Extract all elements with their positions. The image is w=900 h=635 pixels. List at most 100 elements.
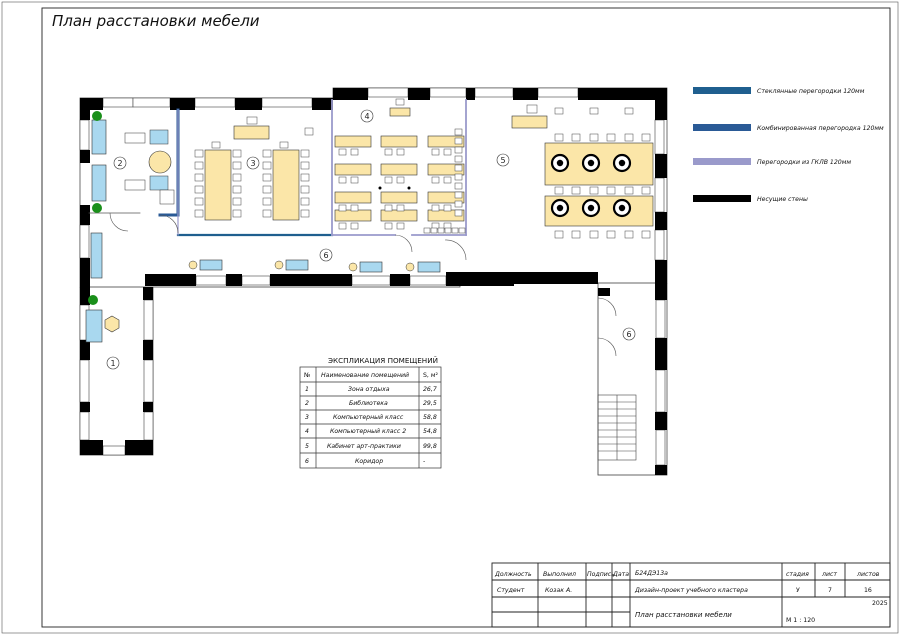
- chair: [589, 186, 599, 195]
- class2-desks: [334, 107, 465, 222]
- stamp-sheets: 16: [864, 587, 872, 594]
- room-number-1: 1: [111, 359, 116, 368]
- chair: [641, 230, 651, 239]
- chair: [554, 133, 564, 142]
- chair: [246, 116, 258, 125]
- expl-row-name: Зона отдыха: [348, 386, 390, 393]
- chair: [606, 230, 616, 239]
- desk: [334, 135, 372, 148]
- expl-row-area: 29,5: [423, 400, 437, 407]
- chair: [571, 186, 581, 195]
- expl-row-area: -: [423, 458, 425, 465]
- chair: [431, 148, 440, 156]
- rest-furniture: [85, 309, 120, 343]
- chair: [443, 176, 452, 184]
- chair: [571, 133, 581, 142]
- plant-icon: [92, 111, 102, 121]
- easel-center: [587, 204, 595, 212]
- partitions: [88, 99, 599, 476]
- expl-row-area: 58,8: [423, 414, 437, 421]
- chair: [454, 155, 463, 163]
- expl-row-num: 1: [305, 386, 309, 393]
- chair: [262, 197, 272, 206]
- stamp-col-position: Должность: [494, 571, 532, 578]
- chair: [300, 197, 310, 206]
- easel-center: [556, 159, 564, 167]
- sofa: [91, 164, 107, 202]
- chair: [194, 173, 204, 182]
- plant-icon: [88, 295, 98, 305]
- room-number-6: 6: [324, 251, 329, 260]
- chair: [232, 185, 242, 194]
- legend-swatch-gklv: [693, 158, 751, 165]
- chair: [384, 222, 393, 230]
- stamp-code: Б24ДЭ13а: [635, 570, 668, 577]
- chair: [300, 209, 310, 218]
- chair: [437, 227, 445, 234]
- hex-table: [104, 315, 120, 333]
- stamp-author: Козак А.: [545, 587, 572, 594]
- title-block: Должность Выполнил Подпись Дата Студент …: [491, 562, 891, 628]
- stamp-stage: У: [796, 587, 800, 594]
- chair: [454, 164, 463, 172]
- chair: [443, 148, 452, 156]
- stamp-scale: М 1 : 120: [786, 617, 815, 624]
- chair: [624, 230, 634, 239]
- expl-row-name: Кабинет арт-практики: [327, 442, 401, 450]
- chair: [194, 149, 204, 158]
- legend-label-glass: Стеклянные перегородки 120мм: [757, 88, 865, 95]
- chair: [350, 176, 359, 184]
- floor-plan: 2 3 4 5 6 1 6: [79, 87, 668, 476]
- expl-row-area: 54,8: [423, 428, 437, 435]
- expl-row-num: 4: [305, 428, 309, 435]
- chair: [589, 133, 599, 142]
- corridor-stools: [188, 260, 415, 272]
- chair: [262, 173, 272, 182]
- chair: [338, 176, 347, 184]
- chair: [262, 149, 272, 158]
- legend-swatch-glass: [693, 87, 751, 94]
- desk: [334, 209, 372, 222]
- chair: [300, 173, 310, 182]
- desk: [427, 135, 465, 148]
- chair: [430, 227, 438, 234]
- room-number-5: 5: [501, 156, 506, 165]
- sofa: [85, 309, 103, 343]
- chair: [454, 191, 463, 199]
- chair: [454, 137, 463, 145]
- plant-icon: [92, 203, 102, 213]
- chair: [554, 107, 564, 115]
- stamp-sheets-label: листов: [856, 571, 880, 578]
- inner-frame: [41, 7, 891, 628]
- class1-chairs: [194, 116, 314, 218]
- plants: [88, 111, 102, 305]
- chair: [262, 161, 272, 170]
- chair: [211, 141, 221, 149]
- chair: [338, 148, 347, 156]
- chair: [443, 204, 452, 212]
- chair: [624, 133, 634, 142]
- class1-furniture: [204, 125, 300, 221]
- desk: [334, 163, 372, 176]
- chair: [300, 185, 310, 194]
- chair: [624, 107, 634, 115]
- chair: [232, 149, 242, 158]
- chair: [624, 186, 634, 195]
- expl-row-area: 99,8: [423, 443, 437, 450]
- chair: [396, 222, 405, 230]
- room-number-4: 4: [365, 112, 370, 121]
- chair: [431, 204, 440, 212]
- chair: [232, 209, 242, 218]
- bench: [90, 232, 103, 279]
- expl-col-area: S, м²: [423, 372, 439, 379]
- chair: [262, 209, 272, 218]
- chair: [454, 209, 463, 217]
- chair: [395, 98, 405, 106]
- legend-label-gklv: Перегородки из ГКЛВ 120мм: [757, 159, 851, 166]
- chair: [526, 104, 538, 114]
- easel-center: [556, 204, 564, 212]
- room-number-2: 2: [118, 159, 123, 168]
- desk: [334, 191, 372, 204]
- desk: [380, 191, 418, 204]
- chair: [641, 133, 651, 142]
